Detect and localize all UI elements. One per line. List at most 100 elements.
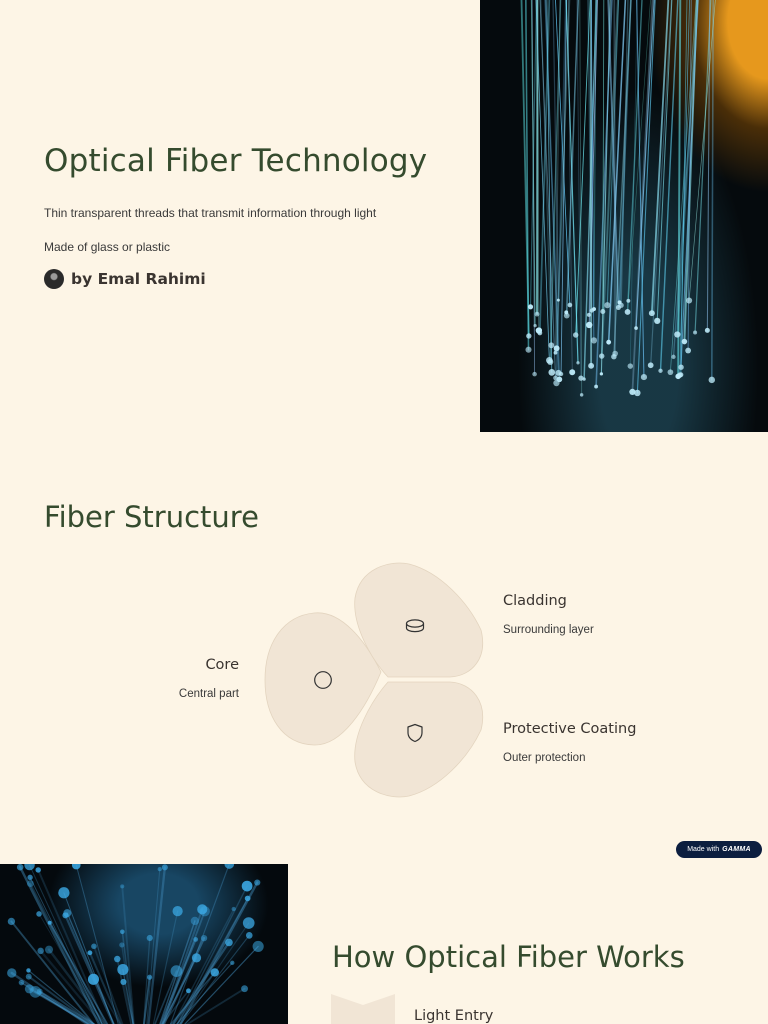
fiber-strand xyxy=(600,0,619,357)
fiber-strand xyxy=(121,930,135,1024)
fiber-strand xyxy=(560,0,567,375)
fiber-tip xyxy=(254,879,261,886)
fiber-strand xyxy=(613,0,632,358)
fiber-tip xyxy=(569,369,576,376)
subtitle-text-2: Made of glass or plastic xyxy=(44,240,171,254)
fiber-tip xyxy=(36,988,43,995)
fiber-tip xyxy=(606,339,612,345)
made-with-badge[interactable]: Made with GAMMA xyxy=(676,841,762,858)
fiber-tip xyxy=(658,368,663,373)
fiber-tip xyxy=(190,916,200,926)
fiber-tip xyxy=(146,974,153,980)
fiber-tip xyxy=(576,361,580,365)
fiber-tip xyxy=(24,984,34,994)
fiber-tip xyxy=(567,302,573,308)
fiber-tip xyxy=(626,298,631,303)
fiber-tip xyxy=(586,321,593,329)
fiber-strand xyxy=(636,0,645,378)
fiber-strand xyxy=(29,864,103,1024)
fiber-strand xyxy=(121,944,134,1024)
fiber-strand xyxy=(554,0,561,354)
fiber-tip xyxy=(685,347,692,354)
fiber-tip xyxy=(120,884,125,889)
fiber-tip xyxy=(634,389,641,397)
fiber-tip xyxy=(241,880,253,892)
fiber-strand xyxy=(613,0,617,355)
fiber-tip xyxy=(200,934,208,942)
fiber-tip xyxy=(640,374,648,381)
fiber-tip xyxy=(36,911,42,917)
fiber-strand xyxy=(631,0,654,393)
fiber-strand xyxy=(679,0,690,376)
fiber-strand xyxy=(680,0,699,368)
fiber-strand xyxy=(93,945,124,1024)
fiber-tip xyxy=(589,308,594,313)
coating-label: Protective Coating xyxy=(503,721,637,737)
fiber-tip xyxy=(27,874,33,881)
fiber-strand xyxy=(172,908,235,1024)
fiber-strand xyxy=(546,0,553,373)
fiber-tip xyxy=(161,864,168,871)
author-name: by Emal Rahimi xyxy=(71,270,206,288)
fiber-strand xyxy=(75,864,119,1024)
fiber-tip xyxy=(547,358,554,366)
fiber-strand xyxy=(169,864,230,1024)
fiber-strand xyxy=(48,921,109,1024)
fiber-strand xyxy=(565,0,580,317)
fiber-tip xyxy=(599,353,605,359)
fiber-strand xyxy=(122,981,134,1024)
fiber-tip xyxy=(612,350,618,357)
fiber-tip xyxy=(627,363,634,369)
fiber-strand xyxy=(176,885,248,1024)
fiber-tip xyxy=(37,947,44,955)
fiber-strand xyxy=(549,0,562,363)
fiber-tip xyxy=(7,968,17,978)
fiber-strand xyxy=(185,987,246,1024)
fiber-tip xyxy=(225,938,233,947)
fiber-strand xyxy=(659,0,679,372)
core-description: Central part xyxy=(178,688,239,700)
fiber-strand xyxy=(636,0,656,394)
fiber-strand xyxy=(590,0,595,341)
fiber-strand xyxy=(552,0,559,301)
fiber-strand xyxy=(175,962,233,1024)
fiber-tip xyxy=(224,864,235,869)
fiber-tip xyxy=(146,934,153,942)
fiber-tip xyxy=(599,372,604,376)
fiber-strand xyxy=(711,0,714,381)
fiber-tip xyxy=(230,960,235,966)
fiber-tip xyxy=(594,384,598,389)
fiber-strand xyxy=(525,0,530,351)
avatar xyxy=(44,269,64,289)
fiber-tip xyxy=(667,369,674,376)
fiber-tip xyxy=(191,953,202,963)
fiber-tip xyxy=(120,929,125,935)
fiber-optic-image-2 xyxy=(0,864,288,1024)
circle-icon xyxy=(314,671,332,689)
fiber-tip xyxy=(686,297,693,304)
fiber-strand xyxy=(92,978,121,1024)
fiber-strand xyxy=(676,0,699,336)
author-byline[interactable]: by Emal Rahimi xyxy=(44,268,206,290)
fiber-strand xyxy=(539,0,557,379)
badge-brand: GAMMA xyxy=(722,846,751,853)
badge-prefix: Made with xyxy=(687,846,720,853)
fiber-tip xyxy=(186,988,191,994)
fiber-strand xyxy=(635,0,655,329)
fiber-strand xyxy=(530,0,536,327)
fiber-tip xyxy=(624,309,631,315)
fiber-tip xyxy=(193,937,199,942)
fiber-tip xyxy=(117,963,129,976)
fiber-tip xyxy=(556,298,560,302)
fiber-strand xyxy=(18,866,101,1024)
step-marker-shape xyxy=(331,994,395,1024)
fiber-strand xyxy=(39,949,104,1024)
fiber-strand xyxy=(142,937,151,1024)
fiber-tip xyxy=(119,942,125,948)
fiber-tip xyxy=(63,909,72,918)
fiber-strand xyxy=(650,0,670,315)
fiber-strand xyxy=(538,0,551,334)
step-label: Light Entry xyxy=(414,1008,494,1024)
fiber-glow-illustration xyxy=(7,864,264,1024)
fiber-tip xyxy=(537,330,543,336)
